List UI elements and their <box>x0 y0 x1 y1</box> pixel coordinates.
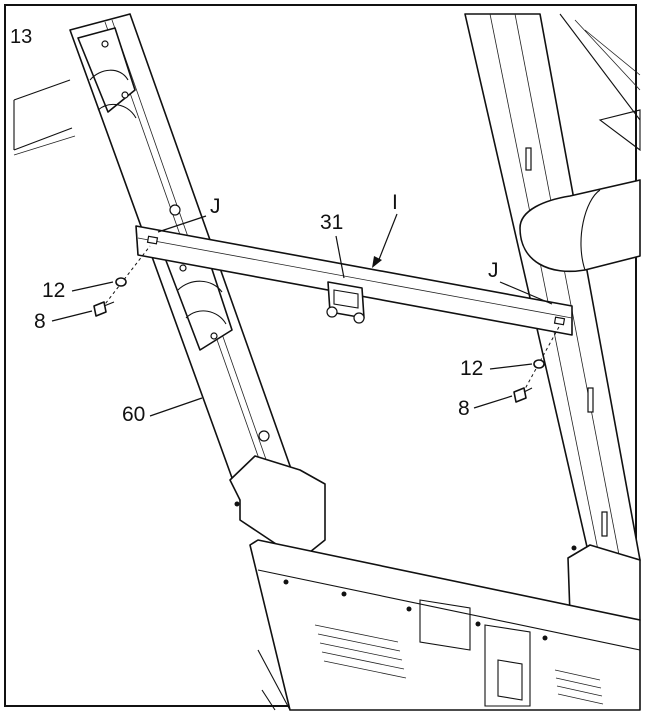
callout-left-washer: 12 <box>42 279 66 302</box>
crossbar <box>135 225 573 336</box>
callout-upright: 60 <box>122 403 146 426</box>
callout-right-washer: 12 <box>460 357 484 380</box>
right-upright <box>464 13 641 561</box>
right-hardware <box>513 324 561 403</box>
callout-right-tab: J <box>488 259 499 282</box>
left-hardware <box>93 245 151 317</box>
bracket-31 <box>326 281 365 324</box>
callout-crossbar: I <box>392 191 398 214</box>
vent-slots-left <box>314 624 407 679</box>
callout-left-tab: J <box>210 195 221 218</box>
background-rail <box>13 79 76 156</box>
callout-right-bolt: 8 <box>458 397 470 420</box>
vent-slots-right <box>554 669 604 705</box>
leader-lines <box>51 213 553 417</box>
step-number: 13 <box>10 26 33 48</box>
callout-bracket: 31 <box>320 211 344 234</box>
callout-left-bolt: 8 <box>34 310 46 333</box>
base-hood <box>229 455 641 711</box>
